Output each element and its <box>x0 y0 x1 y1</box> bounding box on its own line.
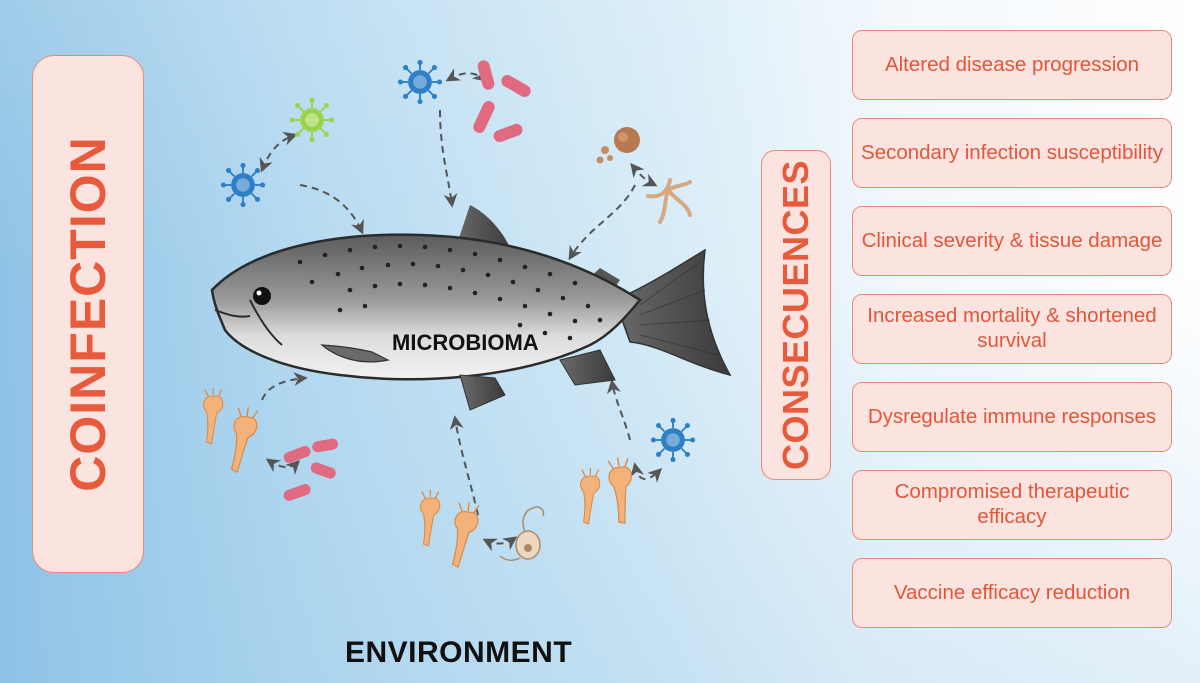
arrow-bottom-fish <box>449 415 479 516</box>
coinfection-box: COINFECTION <box>32 55 144 573</box>
consecuences-title: CONSECUENCES <box>775 159 816 471</box>
fungus-icon <box>596 127 640 164</box>
arrow-parasite-bacteria <box>265 458 300 475</box>
amoeba-icon <box>646 178 692 224</box>
arrow-bottomright-fish <box>606 379 631 441</box>
parasite-icon <box>202 387 224 445</box>
consequence-item: Vaccine efficacy reduction <box>852 558 1172 628</box>
fish-eye-icon <box>253 287 271 305</box>
illustration: MICROBIOMA <box>202 58 732 570</box>
arrow-virus-bacteria <box>445 67 488 82</box>
consequence-item: Compromised therapeutic efficacy <box>852 470 1172 540</box>
consequence-item: Clinical severity & tissue damage <box>852 206 1172 276</box>
amoeba-icon <box>499 506 545 561</box>
virus-icon <box>288 96 336 144</box>
bacteria-icon <box>283 438 338 501</box>
parasite-icon <box>227 404 260 475</box>
arrow-fungus-amoeba <box>630 162 658 187</box>
parasite-icon <box>448 499 481 570</box>
arrow-parasite-amoeba <box>482 536 518 552</box>
consequence-item: Dysregulate immune responses <box>852 382 1172 452</box>
virus-icon <box>649 416 697 464</box>
consequence-item: Secondary infection susceptibility <box>852 118 1172 188</box>
consequence-item: Increased mortality & shortened survival <box>852 294 1172 364</box>
arrow-virus-virus <box>259 131 298 173</box>
virus-icon <box>219 161 267 209</box>
parasite-icon <box>419 489 441 547</box>
arrow-virus-fish <box>299 184 364 235</box>
fish-illustration: MICROBIOMA <box>210 205 732 411</box>
bacteria-icon <box>473 60 531 143</box>
parasite-icon <box>579 467 601 525</box>
arrow-right-fish <box>568 184 636 261</box>
parasite-icon <box>605 455 639 526</box>
arrow-top-fish <box>439 109 458 208</box>
arrow-parasite-virus <box>630 462 662 483</box>
consequence-item: Altered disease progression <box>852 30 1172 100</box>
fish-label: MICROBIOMA <box>392 330 539 355</box>
environment-label: ENVIRONMENT <box>345 636 573 669</box>
consecuences-box: CONSECUENCES <box>761 150 831 480</box>
arrow-bottomleft-fish <box>261 372 308 401</box>
virus-icon <box>396 58 444 106</box>
